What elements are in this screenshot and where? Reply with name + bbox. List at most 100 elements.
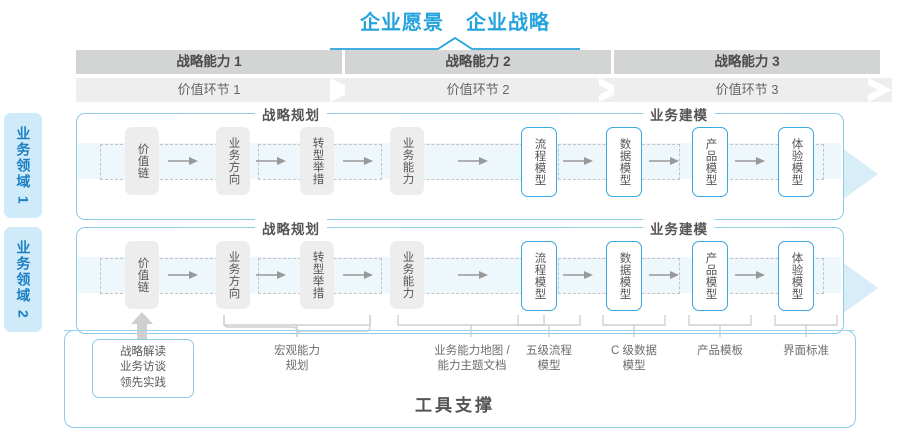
bracket-connector-group-3 <box>517 315 581 337</box>
node-experience-model-row2[interactable]: 体验模型 <box>778 241 814 311</box>
enterprise-strategy-title: 企业战略 <box>466 12 550 34</box>
section-label: 战略规划 <box>255 217 327 238</box>
tool-label-text: 战略解读业务访谈领先实践 <box>120 346 166 389</box>
value-link-band-2: 价值环节 2 <box>345 78 623 102</box>
tool-label-strategy-interpretation[interactable]: 战略解读业务访谈领先实践 <box>92 339 194 398</box>
tool-label-five-level-process-model: 五级流程模型 <box>506 344 592 375</box>
node-label: 业务方向 <box>227 251 240 299</box>
section-label: 业务建模 <box>643 217 715 238</box>
tool-label-text: 五级流程模型 <box>526 345 572 373</box>
tool-label-text: C 级数据模型 <box>611 345 657 373</box>
node-transformation-measures-row2[interactable]: 转型举措 <box>300 241 334 309</box>
enterprise-vision-title: 企业愿景 <box>360 12 444 34</box>
capability-band-3: 战略能力 3 <box>614 50 880 74</box>
node-business-capability-row2[interactable]: 业务能力 <box>390 241 424 309</box>
step-arrow-icon <box>168 271 198 279</box>
step-arrow-icon <box>735 271 765 279</box>
value-link-band-3: 价值环节 3 <box>614 78 892 102</box>
step-arrow-icon <box>458 157 488 165</box>
chevron-separator-2-icon <box>599 78 623 102</box>
node-product-model-row2[interactable]: 产品模型 <box>692 241 728 311</box>
section-title-strategic-planning-2: 战略规划 <box>182 217 400 238</box>
node-label: 流程模型 <box>533 138 546 186</box>
tool-label-text: 业务能力地图 /能力主题文档 <box>434 345 510 373</box>
node-label: 数据模型 <box>618 252 631 300</box>
step-arrow-icon <box>458 271 488 279</box>
value-link-band-1: 价值环节 1 <box>76 78 354 102</box>
step-arrow-icon <box>735 157 765 165</box>
node-business-capability-row1[interactable]: 业务能力 <box>390 127 424 195</box>
section-line-right <box>722 113 788 114</box>
tool-label-text: 产品模板 <box>697 345 743 357</box>
section-line-left <box>182 113 248 114</box>
node-business-direction-row2[interactable]: 业务方向 <box>216 241 250 309</box>
tool-label-interface-standard: 界面标准 <box>763 344 849 359</box>
node-product-model-row1[interactable]: 产品模型 <box>692 127 728 197</box>
step-arrow-icon <box>343 157 373 165</box>
tool-label-text: 界面标准 <box>783 345 829 357</box>
node-value-chain-row2[interactable]: 价值链 <box>125 241 159 309</box>
value-link-label-3: 价值环节 3 <box>715 82 779 97</box>
tool-label-c-level-data-model: C 级数据模型 <box>591 344 677 375</box>
sidebar-domain-2-label: 业务领域 2 <box>15 239 32 320</box>
section-title-business-modeling-1: 业务建模 <box>570 103 788 124</box>
node-label: 产品模型 <box>704 252 717 300</box>
node-process-model-row1[interactable]: 流程模型 <box>521 127 557 197</box>
capability-band-1: 战略能力 1 <box>76 50 342 74</box>
section-title-strategic-planning-1: 战略规划 <box>182 103 400 124</box>
bracket-connector-group-1 <box>223 315 371 337</box>
peak-connector-line <box>330 36 580 50</box>
bracket-connector-group-4 <box>602 315 666 337</box>
bracket-connector-group-2 <box>397 315 545 337</box>
section-label: 业务建模 <box>643 103 715 124</box>
node-data-model-row1[interactable]: 数据模型 <box>606 127 642 197</box>
tool-label-capability-map: 业务能力地图 /能力主题文档 <box>398 344 546 375</box>
node-data-model-row2[interactable]: 数据模型 <box>606 241 642 311</box>
node-label: 价值链 <box>136 143 149 179</box>
section-label: 战略规划 <box>255 103 327 124</box>
chevron-separator-3-icon <box>868 78 892 102</box>
value-link-label-1: 价值环节 1 <box>177 82 241 97</box>
tool-support-title: 工具支撑 <box>415 396 495 415</box>
sidebar-domain-2[interactable]: 业务领域 2 <box>4 227 42 332</box>
node-label: 体验模型 <box>790 252 803 300</box>
tool-frame-top-line <box>64 330 854 331</box>
step-arrow-icon <box>168 157 198 165</box>
chevron-separator-1-icon <box>330 78 354 102</box>
node-experience-model-row1[interactable]: 体验模型 <box>778 127 814 197</box>
node-label: 数据模型 <box>618 138 631 186</box>
node-label: 业务能力 <box>401 251 414 299</box>
value-link-label-2: 价值环节 2 <box>446 82 510 97</box>
node-label: 业务能力 <box>401 137 414 185</box>
top-title-group: 企业愿景企业战略 <box>0 6 910 35</box>
node-process-model-row2[interactable]: 流程模型 <box>521 241 557 311</box>
step-arrow-icon <box>563 157 593 165</box>
section-line-left <box>570 227 636 228</box>
step-arrow-icon <box>649 157 679 165</box>
tool-label-product-template: 产品模板 <box>677 344 763 359</box>
node-label: 产品模型 <box>704 138 717 186</box>
step-arrow-icon <box>256 157 286 165</box>
section-line-left <box>182 227 248 228</box>
node-business-direction-row1[interactable]: 业务方向 <box>216 127 250 195</box>
section-line-left <box>570 113 636 114</box>
section-line-right <box>722 227 788 228</box>
tool-label-macro-capability-planning: 宏观能力规划 <box>227 344 367 375</box>
node-value-chain-row1[interactable]: 价值链 <box>125 127 159 195</box>
sidebar-domain-1[interactable]: 业务领域 1 <box>4 113 42 218</box>
capability-band-2: 战略能力 2 <box>345 50 611 74</box>
node-label: 流程模型 <box>533 252 546 300</box>
step-arrow-icon <box>563 271 593 279</box>
up-arrow-icon <box>131 312 153 340</box>
section-title-business-modeling-2: 业务建模 <box>570 217 788 238</box>
node-transformation-measures-row1[interactable]: 转型举措 <box>300 127 334 195</box>
node-label: 体验模型 <box>790 138 803 186</box>
section-line-right <box>334 227 400 228</box>
node-label: 转型举措 <box>311 251 324 299</box>
step-arrow-icon <box>343 271 373 279</box>
bracket-connector-group-5 <box>688 315 752 337</box>
capability-label-1: 战略能力 1 <box>176 54 242 69</box>
node-label: 价值链 <box>136 257 149 293</box>
capability-label-2: 战略能力 2 <box>445 54 511 69</box>
